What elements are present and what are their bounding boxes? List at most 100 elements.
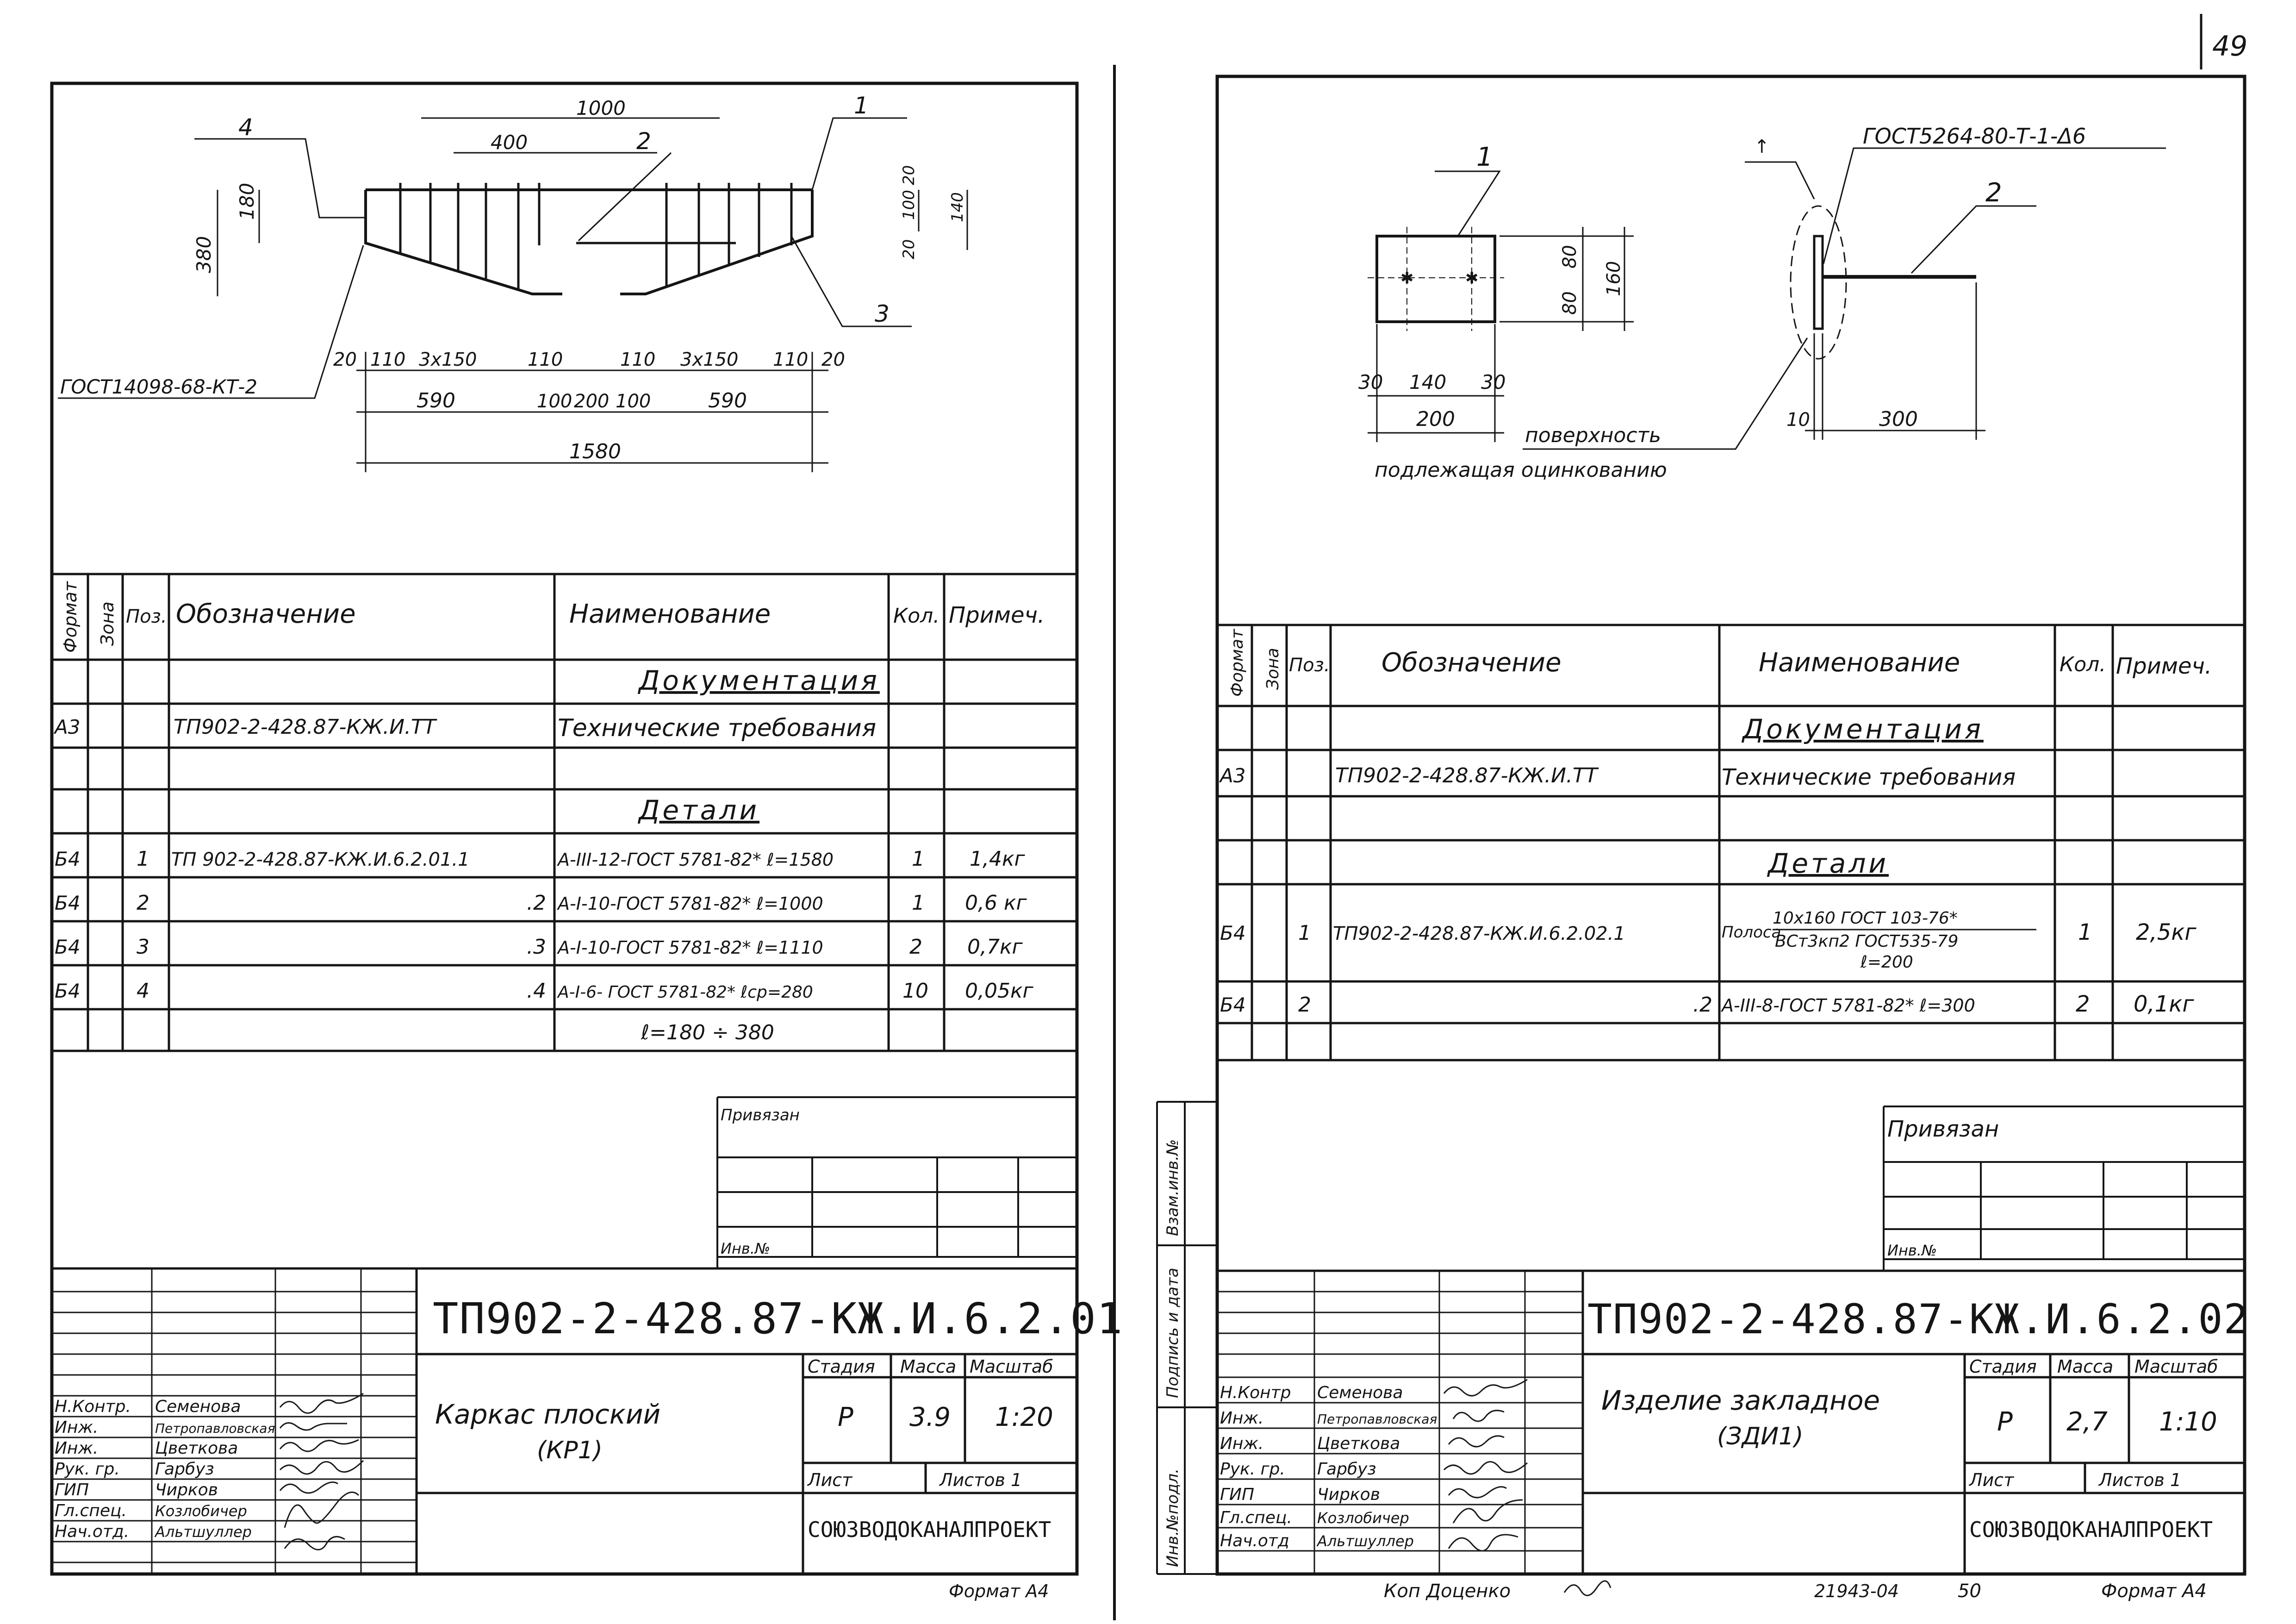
masshtab-label: Масштаб: [2134, 1356, 2218, 1377]
dim-140-r: 140: [1409, 371, 1446, 394]
galvanize-note-2: подлежащая оцинкованию: [1375, 458, 1667, 482]
row-section-documentation: Документация: [1741, 713, 1984, 745]
drawing-code: ТП902-2-428.87-КЖ.И.6.2.01: [433, 1294, 1123, 1343]
row-pos: 2: [1298, 993, 1311, 1017]
signer-name: Альтшуллер: [154, 1523, 252, 1541]
callout-1: 1: [1476, 142, 1493, 172]
callouts: 4 1 2 3 ГОСТ14098-68-КТ-2: [58, 92, 912, 399]
dim-80-a: 80: [1559, 245, 1580, 269]
header-designation: Обозначение: [1381, 648, 1562, 678]
dim-20-r: 20: [821, 349, 845, 370]
header-note: Примеч.: [949, 602, 1045, 628]
row-qty: 1: [2078, 919, 2092, 945]
signer-role: ГИП: [55, 1480, 89, 1499]
row-format: А3: [53, 716, 80, 738]
row-designation: ТП902-2-428.87-КЖ.И.ТТ: [174, 715, 437, 739]
right-spec-table: Формат Зона Поз. Обозначение Наименовани…: [1217, 624, 2245, 1062]
row-pos: 3: [137, 935, 149, 959]
header-note: Примеч.: [2116, 653, 2212, 679]
right-side-strip: Взам.инв.№ Подпись и дата Инв.№подл.: [1156, 1101, 1217, 1575]
row-name-extra: ℓ=200: [1860, 953, 1913, 972]
dim-10: 10: [1786, 409, 1810, 431]
callouts-right: 1 ↑ ГОСТ5264-80-Т-1-Δ6 2 поверхность под…: [1375, 124, 2166, 482]
right-privyazan-block: Привязан Инв.№: [1883, 1106, 2245, 1271]
privyazan-label: Привязан: [1887, 1116, 1999, 1142]
dim-140: 140: [948, 192, 967, 222]
dimension-lines: [217, 117, 968, 472]
dim-100: 100: [900, 190, 918, 220]
signer-name: Козлобичер: [1317, 1509, 1409, 1527]
plate-centerlines: [1368, 227, 1504, 331]
dim-3x150-a: 3x150: [419, 349, 477, 370]
callout-3: 3: [875, 300, 890, 327]
row-note: 0,05кг: [965, 979, 1034, 1003]
stadiya-label: Стадия: [1969, 1356, 2037, 1377]
header-pos: Поз.: [126, 606, 167, 627]
row-designation: .4: [527, 979, 546, 1003]
signer-role: Гл.спец.: [55, 1501, 127, 1520]
dim-110-c: 110: [620, 349, 655, 370]
row-pos: 4: [137, 979, 149, 1003]
signer-name: Чирков: [1317, 1485, 1380, 1504]
org-name: СОЮЗВОДОКАНАЛПРОЕКТ: [808, 1517, 1051, 1542]
signer-name: Петропавловская: [1317, 1412, 1437, 1427]
row-name: Технические требования: [1722, 764, 2016, 790]
side-sign-date: Подпись и дата: [1164, 1268, 1182, 1398]
dim-80-b: 80: [1559, 291, 1580, 315]
drawing-code: ТП902-2-428.87-КЖ.И.6.2.02: [1587, 1295, 2249, 1343]
row-note: 2,5кг: [2136, 919, 2196, 945]
signer-role: Инж.: [1220, 1409, 1263, 1428]
row-note: 0,7кг: [967, 935, 1023, 959]
row-pos: 1: [1298, 921, 1311, 945]
row-name: А-I-10-ГОСТ 5781-82* ℓ=1000: [556, 893, 823, 914]
row-note: 1,4кг: [970, 847, 1026, 871]
inv-label: Инв.№: [1887, 1242, 1937, 1259]
stud-mark: ✱: [1465, 269, 1479, 287]
copy-note: Коп Доценко: [1384, 1580, 1511, 1602]
row-name-prefix: Полоса: [1722, 923, 1781, 942]
row-designation: .2: [527, 891, 546, 915]
row-qty: 2: [2076, 991, 2090, 1017]
header-format: Формат: [1228, 629, 1247, 697]
row-note: 0,6 кг: [965, 891, 1027, 915]
signer-name: Цветкова: [1317, 1434, 1400, 1453]
left-privyazan-block: Привязан Инв.№: [716, 1096, 1077, 1268]
row-pos: 1: [137, 847, 149, 871]
row-format: А3: [1219, 764, 1245, 787]
dim-100-b: 100: [616, 391, 651, 412]
dim-20-bottom: 20: [900, 239, 918, 259]
row-qty: 2: [909, 935, 922, 959]
signer-role: Инж.: [1220, 1434, 1263, 1453]
row-designation: .2: [1693, 993, 1712, 1017]
page-number: 49: [2212, 30, 2247, 62]
massa-label: Масса: [900, 1356, 956, 1377]
massa-value: 2,7: [2066, 1407, 2108, 1437]
header-pos: Поз.: [1289, 655, 1330, 676]
title-line-2: (ЗДИ1): [1717, 1423, 1804, 1450]
dim-20-l: 20: [333, 349, 357, 370]
row-qty: 1: [912, 891, 925, 915]
dim-110-a: 110: [370, 349, 405, 370]
org-name: СОЮЗВОДОКАНАЛПРОЕКТ: [1969, 1517, 2213, 1542]
dim-380: 380: [193, 236, 215, 273]
stadiya-value: Р: [838, 1402, 853, 1432]
header-zone: Зона: [97, 601, 118, 646]
dim-200-r: 200: [1416, 407, 1455, 431]
signer-name: Семенова: [155, 1397, 241, 1416]
masshtab-value: 1:10: [2159, 1407, 2217, 1437]
left-drawing: 1000 400 380 180 20 100 20 140 20 110 3x…: [58, 92, 968, 472]
dimension-lines-right: [1368, 227, 1985, 442]
weld-note: ГОСТ14098-68-КТ-2: [60, 375, 257, 398]
row-format: Б4: [55, 848, 81, 870]
row-note: 0,1кг: [2134, 991, 2194, 1017]
row-name: А-III-8-ГОСТ 5781-82* ℓ=300: [1720, 995, 1975, 1016]
row-designation: .3: [527, 935, 546, 959]
row-name: А-I-6- ГОСТ 5781-82* ℓср=280: [557, 983, 813, 1002]
row-name: Технические требования: [558, 714, 876, 742]
right-title-block: ТП902-2-428.87-КЖ.И.6.2.02 Изделие закла…: [1217, 1269, 2249, 1602]
header-name: Наименование: [569, 599, 771, 629]
right-sheet: ✱ ✱ 80 80: [1156, 75, 2249, 1602]
dim-110-d: 110: [773, 349, 808, 370]
dim-3x150-b: 3x150: [680, 349, 738, 370]
